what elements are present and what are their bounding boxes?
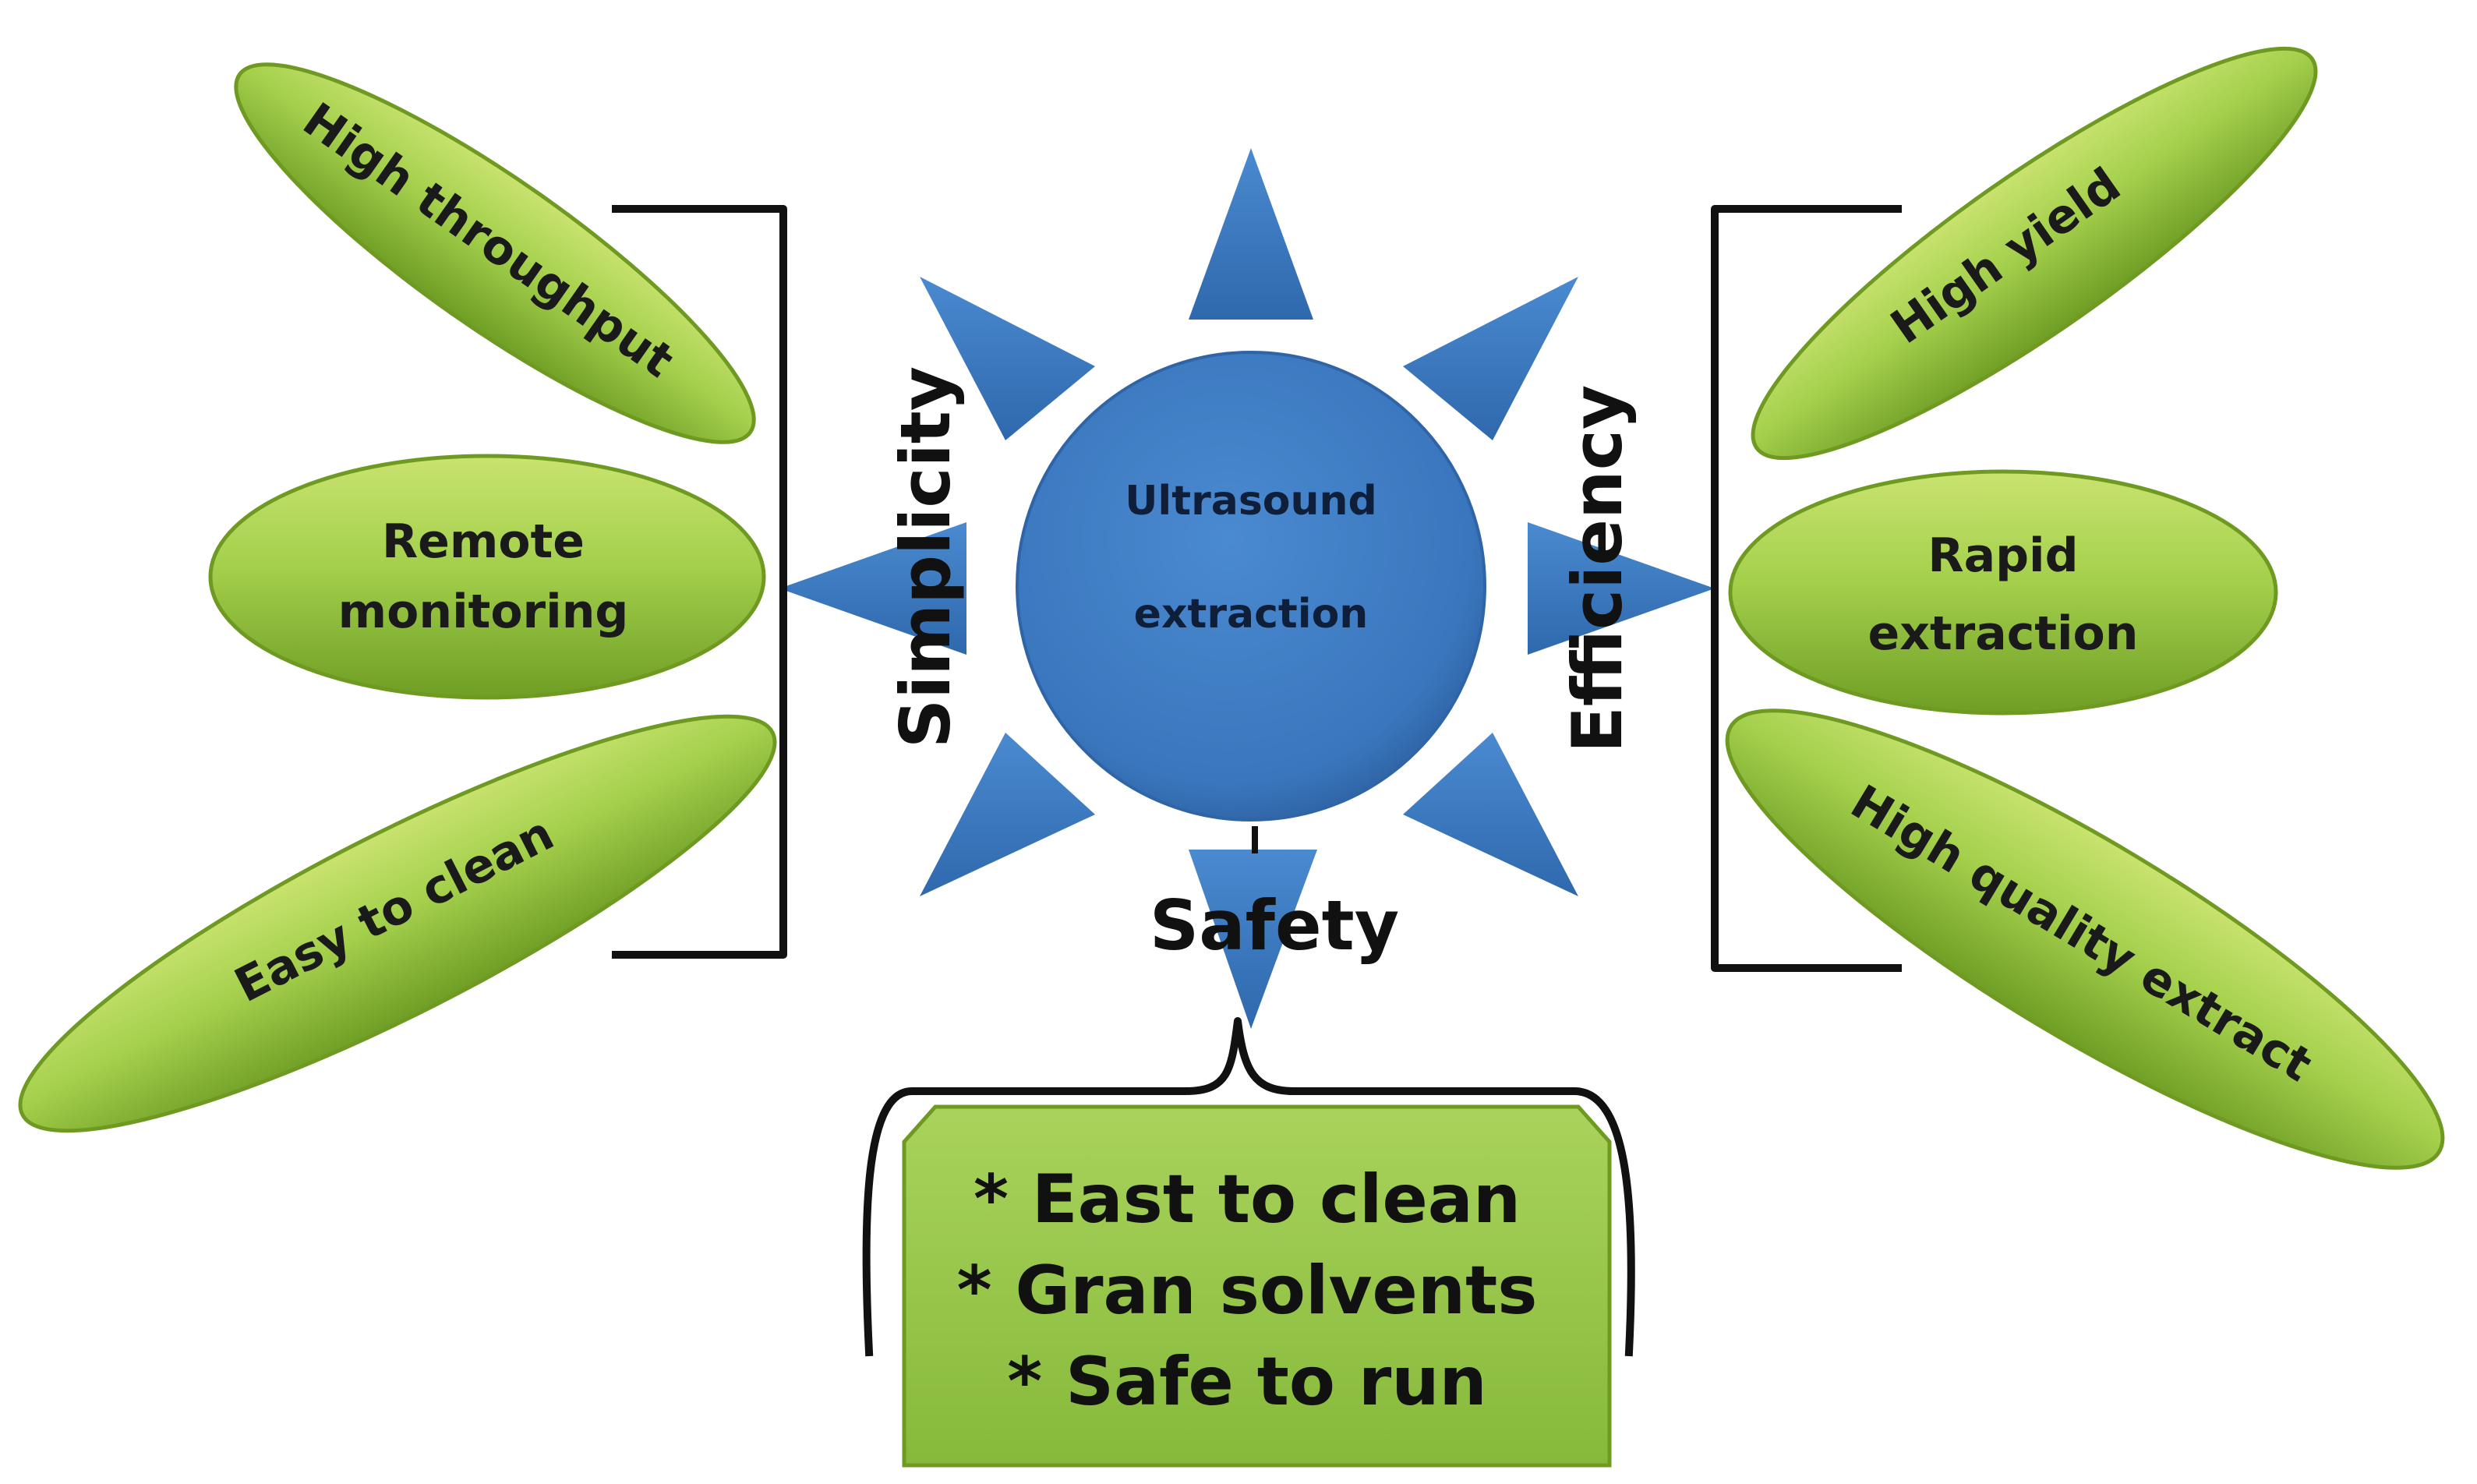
safety-box-shape bbox=[902, 1104, 1612, 1468]
leaf-remote-monitoring-label-1: Remote bbox=[382, 514, 585, 569]
safety-box: * East to clean * Gran solvents * Safe t… bbox=[902, 1104, 1612, 1468]
ray-top-left bbox=[920, 277, 1095, 440]
left-leaves: High throughput Remote monitoring Easy t… bbox=[18, 62, 777, 1133]
safety-item-3: * Safe to run bbox=[1007, 1343, 1487, 1421]
left-bracket bbox=[612, 205, 787, 959]
right-bracket bbox=[1711, 205, 1902, 972]
safety-item-1: * East to clean bbox=[973, 1161, 1521, 1238]
leaf-rapid-extraction-label-1: Rapid bbox=[1928, 528, 2078, 583]
sun-rays bbox=[779, 148, 1715, 1029]
ray-left bbox=[779, 522, 966, 655]
leaf-rapid-extraction-label-2: extraction bbox=[1868, 606, 2139, 661]
leaf-remote-monitoring-label-2: monitoring bbox=[338, 585, 629, 639]
safety-bracket bbox=[862, 1017, 1635, 1357]
leaf-remote-monitoring bbox=[208, 454, 766, 700]
efficiency-label: Efficiency bbox=[1557, 385, 1638, 753]
leaf-easy-to-clean bbox=[18, 714, 777, 1133]
ray-bottom-left bbox=[920, 733, 1095, 896]
ray-top bbox=[1189, 148, 1313, 320]
ray-top-right bbox=[1403, 277, 1578, 440]
simplicity-label: Simplicity bbox=[885, 366, 966, 748]
center-circle bbox=[1016, 351, 1486, 822]
ray-right bbox=[1528, 522, 1715, 655]
leaf-high-quality-extract bbox=[1725, 708, 2445, 1170]
leaf-rapid-extraction bbox=[1728, 469, 2278, 716]
center-label-line2: extraction bbox=[1134, 591, 1369, 638]
center-node: Ultrasound extraction bbox=[1016, 351, 1486, 822]
leaf-high-yield bbox=[1751, 46, 2318, 461]
safety-item-2: * Gran solvents bbox=[957, 1252, 1538, 1330]
leaf-high-throughput-label: High throughput bbox=[293, 93, 684, 389]
right-leaves: High yield Rapid extraction High quality… bbox=[1725, 46, 2445, 1170]
ray-bottom-right bbox=[1403, 733, 1578, 896]
leaf-high-throughput bbox=[234, 62, 756, 444]
ray-bottom bbox=[1189, 850, 1317, 1029]
brackets bbox=[612, 205, 1902, 1357]
center-label-line1: Ultrasound bbox=[1125, 478, 1377, 525]
safety-label: Safety bbox=[1150, 885, 1399, 966]
